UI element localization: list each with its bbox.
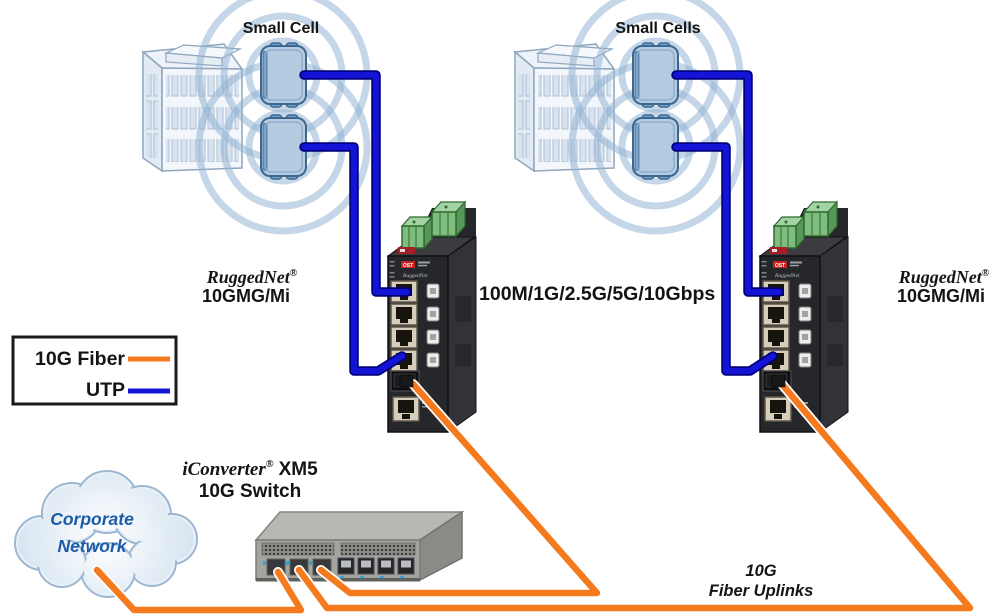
- brand-name: RuggedNet: [898, 267, 983, 287]
- svg-text:RuggedNet®: RuggedNet®: [898, 267, 990, 287]
- uplinks-line2: Fiber Uplinks: [709, 582, 814, 600]
- legend-utp-label: UTP: [86, 379, 125, 401]
- fiber-cable-cloud-to-switch: [93, 566, 305, 614]
- cloud-label-line2: Network: [57, 536, 127, 556]
- utp-cable-left-1: [301, 72, 410, 295]
- fiber-uplinks-label: 10G Fiber Uplinks: [709, 562, 814, 600]
- utp-cable-left-2: [301, 144, 405, 374]
- legend-fiber-label: 10G Fiber: [35, 348, 125, 370]
- cloud-label-line1: Corporate: [50, 509, 134, 529]
- fiber-uplink-left: [317, 380, 601, 597]
- vent-grille: [261, 542, 335, 556]
- corporate-network-cloud: [14, 470, 198, 598]
- registered-mark: ®: [266, 459, 274, 470]
- registered-mark: ®: [982, 268, 990, 279]
- rj45-jacks: [337, 557, 415, 575]
- vent-grille: [340, 542, 416, 556]
- cloud-label: Corporate Network: [50, 509, 134, 556]
- ruggednet-label-left: RuggedNet® 10GMG/Mi: [202, 267, 298, 306]
- iconverter-label: iConverter® XM5 10G Switch: [182, 459, 318, 502]
- svg-text:RuggedNet®: RuggedNet®: [206, 267, 298, 287]
- small-cell-label-left: Small Cell: [243, 20, 319, 37]
- svg-text:iConverter®XM5: iConverter® XM5: [182, 459, 318, 480]
- model-name: 10GMG/Mi: [202, 286, 290, 306]
- registered-mark: ®: [290, 268, 298, 279]
- sfp-connector-left: [399, 374, 414, 388]
- ruggednet-switch-left: [388, 202, 476, 432]
- device-type: 10G Switch: [199, 481, 301, 502]
- iconverter-switch: [254, 510, 465, 582]
- ruggednet-switch-right: [760, 202, 848, 432]
- brand-name: RuggedNet: [206, 267, 291, 287]
- small-cell-label-right: Small Cells: [615, 20, 700, 37]
- sfp-connector-right: [771, 374, 786, 388]
- brand-name: iConverter: [182, 459, 266, 480]
- utp-cable-right-1: [673, 72, 782, 295]
- ruggednet-label-right: RuggedNet® 10GMG/Mi: [897, 267, 990, 306]
- uplinks-line1: 10G: [745, 562, 776, 580]
- model-name: 10GMG/Mi: [897, 286, 985, 306]
- fiber-uplink-right: [295, 379, 974, 612]
- legend: 10G Fiber UTP: [11, 335, 178, 406]
- speeds-label: 100M/1G/2.5G/5G/10Gbps: [479, 283, 715, 305]
- utp-cable-right-2: [673, 144, 776, 374]
- model-name: XM5: [279, 459, 319, 480]
